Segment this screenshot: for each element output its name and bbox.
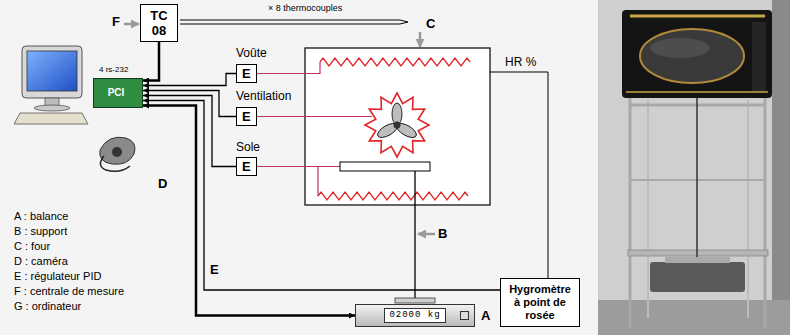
photo-pan xyxy=(665,257,730,263)
node-text: TC 08 xyxy=(143,8,175,38)
camera-cable xyxy=(100,156,130,171)
monitor-base xyxy=(34,105,70,111)
oven-outline xyxy=(305,48,490,205)
thermocouple-wire xyxy=(180,20,400,21)
fan-burst xyxy=(365,93,429,157)
key-entry: E : régulateur PID xyxy=(14,270,101,282)
node-text: 02000 kg xyxy=(384,308,445,323)
photo-rod xyxy=(696,98,698,258)
pid-controller-box: E xyxy=(236,64,257,83)
pid-controller-box: E xyxy=(236,157,257,176)
heating-element xyxy=(320,58,470,66)
part-letter: B xyxy=(438,226,447,241)
port-label: 4 rs-232 xyxy=(99,65,128,74)
sensor-note: × 8 thermocouples xyxy=(268,3,342,13)
photo-balance xyxy=(650,262,745,292)
part-letter: F xyxy=(112,14,120,29)
oven-window xyxy=(640,29,744,83)
stand-leg xyxy=(629,98,632,328)
key-entry: C : four xyxy=(14,240,50,252)
stand-leg xyxy=(747,100,749,318)
thermocouple-wire xyxy=(180,24,400,25)
part-letter: E xyxy=(210,262,219,277)
zone-label: Sole xyxy=(236,140,260,154)
key-entry: D : caméra xyxy=(14,255,68,267)
node-text: PCI xyxy=(108,87,125,99)
camera-icon xyxy=(100,137,135,164)
heating-element xyxy=(318,192,468,200)
key-entry: G : ordinateur xyxy=(14,300,81,312)
balance-display: 02000 kg xyxy=(355,304,475,327)
hygrometer-box: Hygromètre à point de rosée xyxy=(500,278,580,327)
power-wire xyxy=(256,116,372,117)
keyboard xyxy=(14,113,88,124)
monitor xyxy=(22,46,82,98)
pointer-arrow xyxy=(124,23,139,26)
stand-leg xyxy=(764,98,767,328)
pci-card: PCI xyxy=(93,78,143,108)
signal-connector xyxy=(143,106,355,316)
power-wire xyxy=(317,167,318,197)
thermocouple-tip xyxy=(400,20,408,24)
photo-wall xyxy=(598,0,790,335)
signal-connector xyxy=(143,91,236,117)
balance-button xyxy=(460,311,469,320)
signal-connector xyxy=(143,42,159,81)
camera-lens xyxy=(112,147,122,157)
measurement-unit-box: TC 08 xyxy=(140,4,178,42)
pointer-arrow xyxy=(419,32,422,47)
stand-shelf xyxy=(628,250,768,256)
photo-oven xyxy=(622,10,772,98)
fan-hub xyxy=(394,122,401,129)
pid-controller-box: E xyxy=(236,107,257,126)
photo-floor xyxy=(598,300,790,335)
sole-plate xyxy=(340,162,430,171)
part-letter: A xyxy=(481,308,490,323)
key-entry: B : support xyxy=(14,225,67,237)
fan-blade xyxy=(375,121,399,141)
oven-trim xyxy=(626,91,768,93)
node-text: E xyxy=(242,159,251,174)
humidity-line xyxy=(490,72,548,278)
signal-label: HR % xyxy=(505,55,536,69)
oven-rail xyxy=(630,15,765,18)
part-letter: D xyxy=(158,176,167,191)
key-entry: A : balance xyxy=(14,210,68,222)
key-entry: F : centrale de mesure xyxy=(14,285,124,297)
node-text: E xyxy=(242,109,251,124)
oven-controls xyxy=(752,22,766,92)
photo-shadow xyxy=(772,0,790,335)
zone-label: Voûte xyxy=(236,46,267,60)
part-letter: C xyxy=(426,16,435,31)
pointer-arrow xyxy=(418,233,435,236)
balance-pan xyxy=(395,298,435,303)
window-reflection xyxy=(650,38,710,58)
stand-leg xyxy=(647,100,649,318)
power-wire xyxy=(256,62,320,74)
monitor-screen xyxy=(27,51,77,91)
support-rod xyxy=(414,171,415,298)
signal-connector xyxy=(143,74,236,86)
node-text: Hygromètre à point de rosée xyxy=(505,283,575,322)
fan-blade xyxy=(395,121,419,141)
zone-label: Ventilation xyxy=(236,89,291,103)
node-text: E xyxy=(242,66,251,81)
power-wire xyxy=(256,166,340,167)
